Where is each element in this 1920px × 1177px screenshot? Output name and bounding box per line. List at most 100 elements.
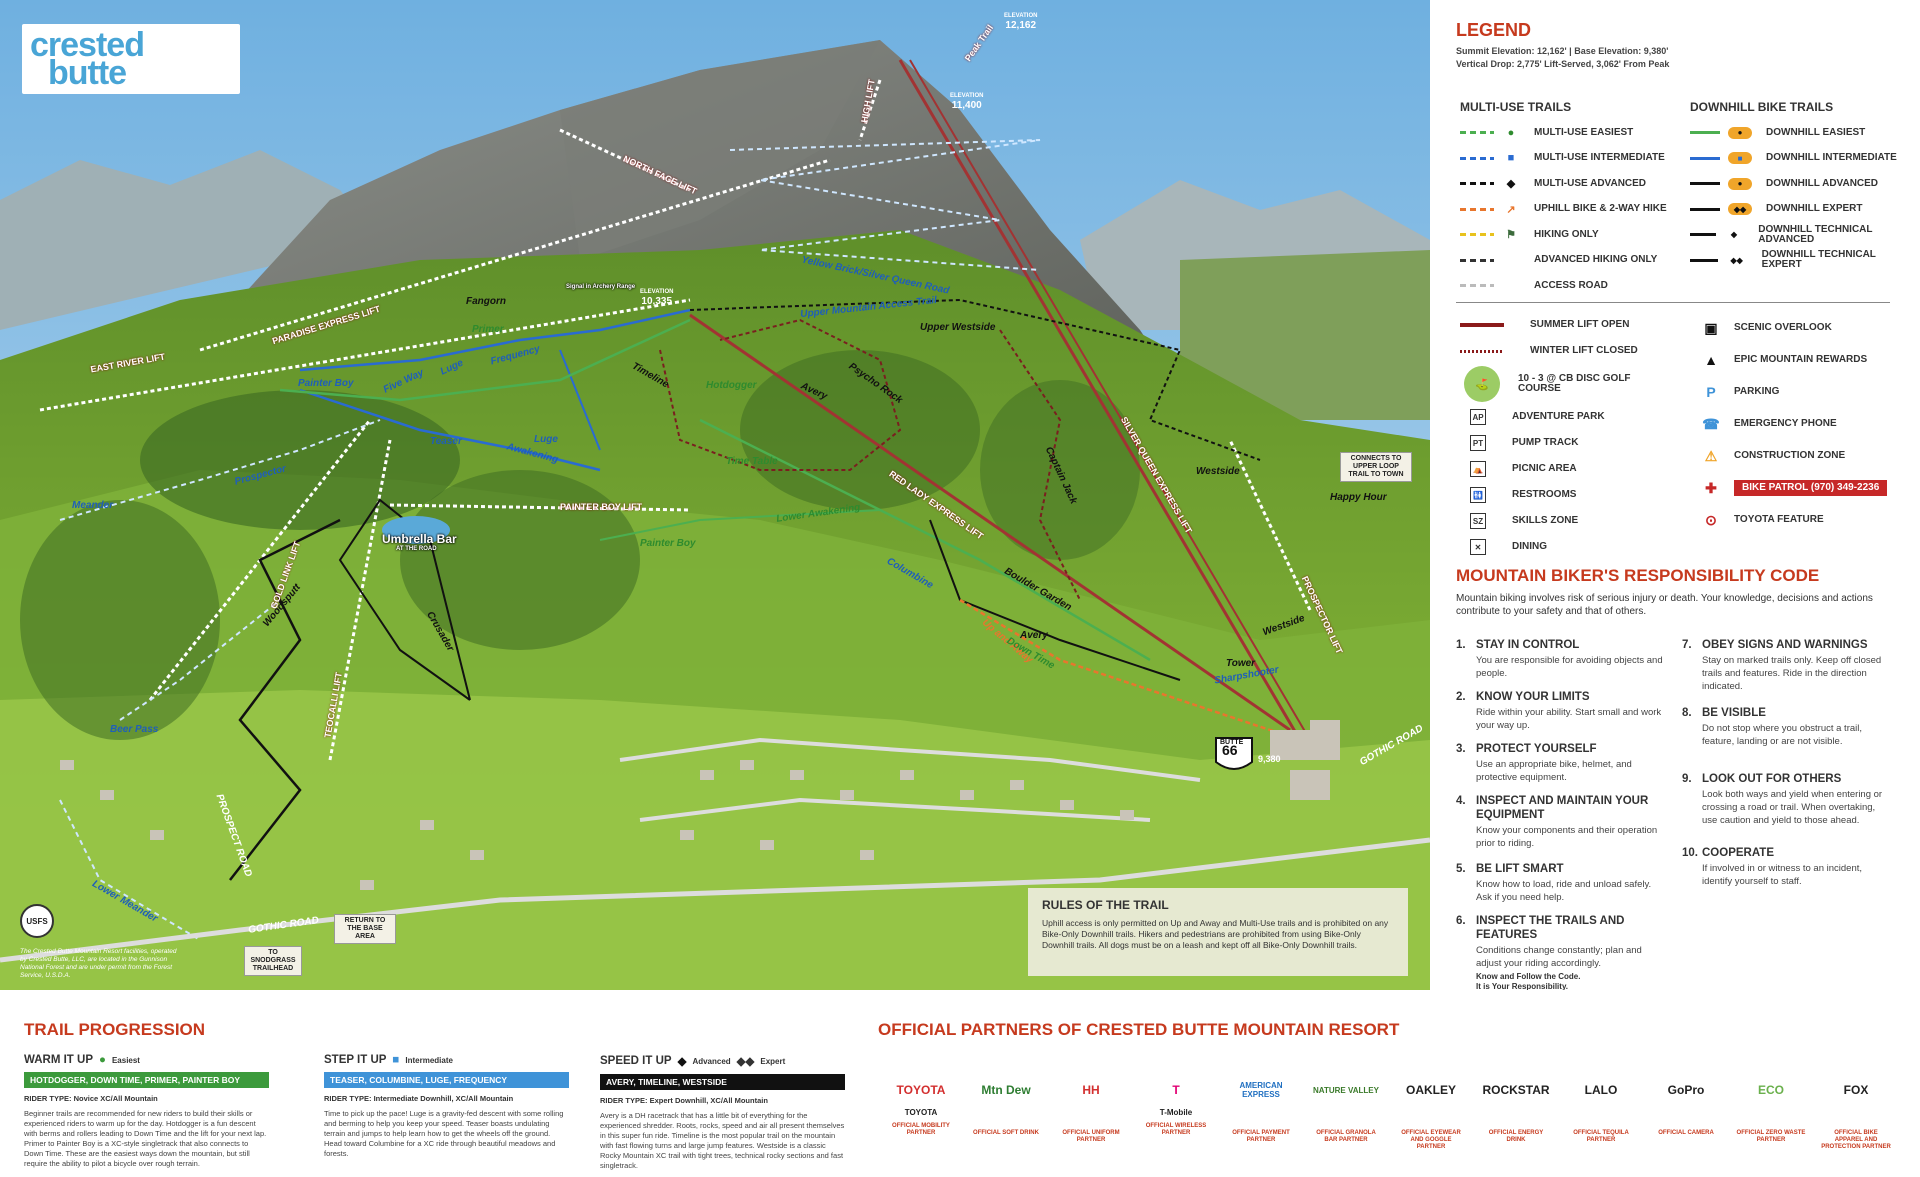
legend-row-label: HIKING ONLY [1534, 228, 1599, 240]
partner-logo: LALO [1584, 1083, 1618, 1097]
code-item-title: 10.COOPERATE [1682, 846, 1892, 860]
partner-logo: ECO [1757, 1083, 1784, 1097]
logo-line1: crested [30, 26, 145, 64]
step-header: STEP IT UP■Intermediate [324, 1054, 569, 1066]
legend-line-swatch [1690, 233, 1716, 237]
step-trails-bar: HOTDOGGER, DOWN TIME, PRIMER, PAINTER BO… [24, 1072, 269, 1088]
green-circle-icon: ● [99, 1054, 106, 1066]
black-diamond-icon: ◆ [1506, 178, 1516, 191]
disc-golf-icon: ⛳ [1464, 366, 1500, 402]
code-item-number: 8. [1682, 707, 1692, 719]
trail-progression-title: TRAIL PROGRESSION [24, 1020, 206, 1039]
legend-row-service-6: ⊙TOYOTA FEATURE [1700, 504, 1887, 536]
partner-role: OFFICIAL UNIFORM PARTNER [1062, 1130, 1120, 1143]
step-description: Beginner trails are recommended for new … [24, 1109, 267, 1168]
downhill-marker-icon: ◆ [1730, 230, 1738, 240]
uphill-icon: ↗ [1506, 203, 1516, 216]
partner-logo: T [1172, 1083, 1180, 1097]
mid-elevation: ELEVATION 11,400 [950, 92, 983, 111]
code-item-heading: INSPECT THE TRAILS AND FEATURES [1476, 915, 1625, 941]
legend-row-label: MULTI-USE ADVANCED [1534, 177, 1647, 189]
legend-row-amenity-1: WINTER LIFT CLOSED [1460, 338, 1650, 364]
construction-icon: ⚠ [1704, 447, 1718, 464]
legend-row-label: DOWNHILL TECHNICAL EXPERT [1761, 249, 1876, 271]
legend-row-label: ADVANCED HIKING ONLY [1534, 254, 1658, 266]
legend-row-service-3: ☎EMERGENCY PHONE [1700, 408, 1887, 440]
legend-row-amenity-6: 🚻RESTROOMS [1460, 482, 1650, 508]
connects-upper-loop-box: CONNECTS TO UPPER LOOP TRAIL TO TOWN [1340, 452, 1412, 482]
double-diamond-icon: ◆◆ [736, 1056, 755, 1068]
trail-label-avery-lower: Avery [1020, 630, 1048, 641]
legend-row-service-4: ⚠CONSTRUCTION ZONE [1700, 440, 1887, 472]
code-item-number: 5. [1456, 863, 1466, 875]
legend-line-swatch [1690, 207, 1720, 211]
legend-row-service-0: ▣SCENIC OVERLOOK [1700, 312, 1887, 344]
legend-line-swatch [1460, 182, 1494, 186]
code-item-heading: BE VISIBLE [1702, 707, 1766, 719]
legend-title: LEGEND [1456, 20, 1532, 40]
green-circle-icon: ● [1507, 126, 1515, 139]
step-level: Intermediate [405, 1055, 453, 1065]
legend-row-multi-0: ●MULTI-USE EASIEST [1460, 120, 1667, 146]
step-level2: Expert [760, 1056, 786, 1066]
snodgrass-box: TO SNODGRASS TRAILHEAD [244, 946, 302, 976]
partner-logo: Mtn Dew [981, 1083, 1031, 1097]
legend-row-label: DOWNHILL EASIEST [1766, 126, 1866, 138]
bottom-panel: TRAIL PROGRESSION OFFICIAL PARTNERS OF C… [0, 990, 1920, 1177]
legend-row-amenity-8: ✕DINING [1460, 534, 1650, 560]
legend-row-label: MULTI-USE INTERMEDIATE [1534, 152, 1665, 164]
parking-icon: P [1706, 384, 1716, 400]
partner-role: OFFICIAL MOBILITY PARTNER [892, 1123, 950, 1136]
partner-logo: HH [1082, 1083, 1100, 1097]
code-intro: Mountain biking involves risk of serious… [1456, 593, 1873, 617]
code-item-number: 3. [1456, 743, 1466, 755]
trail-label-tower: Tower [1226, 658, 1256, 669]
legend-row-label: UPHILL BIKE & 2-WAY HIKE [1534, 203, 1667, 215]
legend-row-label: EPIC MOUNTAIN REWARDS [1734, 354, 1868, 365]
legend-row-label: WINTER LIFT CLOSED [1530, 345, 1638, 356]
code-item-heading: INSPECT AND MAINTAIN YOUR EQUIPMENT [1476, 795, 1649, 821]
trail-label-primer: Primer [472, 324, 504, 335]
partner-2[interactable]: HH OFFICIAL UNIFORM PARTNER [1056, 1068, 1126, 1144]
legend-row-downhill-4: ◆DOWNHILL TECHNICAL ADVANCED [1690, 222, 1906, 248]
legend-row-multi-5: ADVANCED HIKING ONLY [1460, 248, 1667, 274]
legend-row-label: SKILLS ZONE [1512, 515, 1579, 526]
code-item-desc: Know how to load, ride and unload safely… [1476, 879, 1652, 903]
code-item-desc: Look both ways and yield when entering o… [1702, 789, 1883, 826]
code-item-desc: Ride within your ability. Start small an… [1476, 707, 1662, 731]
trail-label-happy-hour: Happy Hour [1330, 492, 1387, 503]
legend-row-label: PUMP TRACK [1512, 437, 1579, 448]
legend-row-amenity-0: SUMMER LIFT OPEN [1460, 312, 1650, 338]
legend-row-label: ACCESS ROAD [1534, 279, 1608, 291]
trail-label-time-table: Time Table [726, 456, 778, 467]
base-elevation: 9,380 [1258, 754, 1281, 764]
lift-top-elevation-label: ELEVATION [640, 289, 674, 295]
legend-row-amenity-2: ⛳10 - 3 @ CB DISC GOLF COURSE [1460, 364, 1650, 404]
partners-title: OFFICIAL PARTNERS OF CRESTED BUTTE MOUNT… [878, 1020, 1400, 1039]
legend-line-swatch [1690, 131, 1720, 135]
partner-name: T-Mobile [1159, 1108, 1193, 1117]
code-item-desc: If involved in or witness to an incident… [1702, 863, 1863, 887]
legend-lifts: SUMMER LIFT OPEN WINTER LIFT CLOSED ⛳10 - … [1460, 312, 1650, 560]
trail-map: crested butte ELEVATION 12,162 ELEVATION… [0, 0, 1430, 990]
legend-line-swatch [1690, 182, 1720, 186]
